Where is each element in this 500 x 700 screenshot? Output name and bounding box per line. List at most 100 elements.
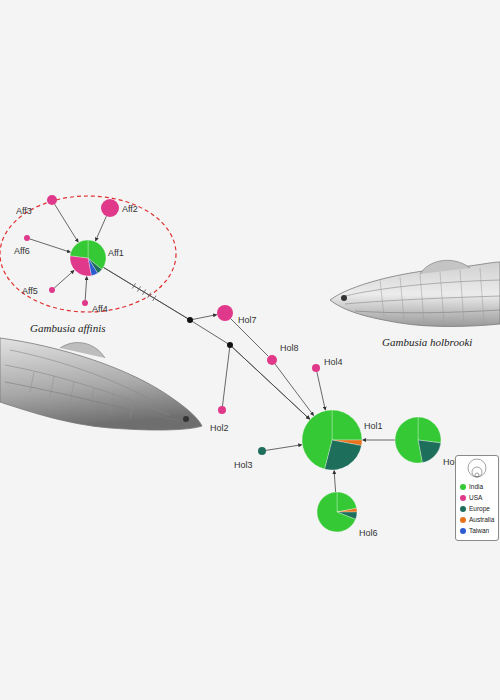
haplotype-label: Hol7 bbox=[238, 315, 257, 325]
haplotype-node: Hol6 bbox=[317, 492, 357, 532]
fish-eye bbox=[183, 416, 189, 422]
network-link bbox=[317, 372, 326, 410]
pie-slice bbox=[267, 355, 277, 365]
pie-circle bbox=[101, 199, 119, 217]
mutation-tick bbox=[132, 283, 156, 301]
haplotype-label: Hol4 bbox=[324, 357, 343, 367]
legend-text: USA bbox=[469, 494, 482, 502]
network-link bbox=[103, 267, 216, 320]
haplotype-label: Hol3 bbox=[234, 460, 253, 470]
fish-stripe bbox=[10, 350, 165, 408]
legend-box: IndiaUSA EuropeAustraliaTaiwan bbox=[455, 455, 499, 541]
species-label: Gambusia affinis bbox=[30, 322, 105, 334]
legend-swatch bbox=[460, 528, 466, 534]
haplotype-label: Hol1 bbox=[364, 421, 383, 431]
pie-slice bbox=[49, 287, 55, 293]
network-link bbox=[334, 470, 336, 492]
legend-text: Taiwan bbox=[469, 527, 489, 535]
pie-slice bbox=[218, 406, 226, 414]
legend-text: Europe bbox=[469, 505, 490, 513]
pie-slice bbox=[70, 240, 88, 258]
fish-stripe bbox=[345, 280, 500, 296]
network-link bbox=[54, 270, 74, 288]
median-vector bbox=[227, 342, 233, 348]
pie-circle bbox=[218, 406, 226, 414]
fish-body bbox=[330, 262, 500, 327]
pie-slice bbox=[217, 305, 233, 321]
pie-slice bbox=[395, 417, 422, 463]
size-circle bbox=[468, 459, 486, 477]
haplotype-label: Aff4 bbox=[92, 304, 108, 314]
haplotype-node: Hol3 bbox=[258, 447, 266, 455]
haplotype-node: Hol1 bbox=[302, 410, 362, 470]
network-link bbox=[85, 276, 87, 300]
legend-swatch bbox=[460, 517, 466, 523]
pie-slice bbox=[47, 195, 57, 205]
pie-circle bbox=[312, 364, 320, 372]
haplotype-label: Hol2 bbox=[210, 423, 229, 433]
fish-scale bbox=[380, 268, 484, 322]
haplotype-label: Aff6 bbox=[14, 246, 30, 256]
fish-scale bbox=[30, 372, 134, 418]
pie-slice bbox=[317, 492, 356, 532]
fish-fin bbox=[420, 260, 470, 274]
network-link bbox=[95, 216, 106, 241]
pie-slice bbox=[337, 492, 357, 512]
haplotype-node: Aff3 bbox=[47, 195, 57, 205]
size-key bbox=[456, 456, 498, 480]
pie-slice bbox=[24, 235, 30, 241]
legend-swatch bbox=[460, 506, 466, 512]
pie-circle bbox=[49, 287, 55, 293]
pie-circle bbox=[47, 195, 57, 205]
pie-slice bbox=[312, 364, 320, 372]
fish-illustration bbox=[330, 260, 500, 326]
network-link bbox=[55, 204, 79, 242]
pie-slice bbox=[332, 410, 362, 440]
pie-slice bbox=[101, 199, 119, 217]
fish-stripe bbox=[355, 310, 500, 313]
legend-text: Australia bbox=[469, 516, 494, 524]
legend-text: India bbox=[469, 483, 483, 491]
pie-circle bbox=[70, 240, 106, 276]
network-link bbox=[275, 364, 314, 416]
network-link bbox=[103, 267, 309, 419]
pie-circle bbox=[267, 355, 277, 365]
pie-slice bbox=[418, 417, 441, 443]
pie-circle bbox=[395, 417, 441, 463]
haplotype-label: Aff1 bbox=[108, 248, 124, 258]
fish-illustration bbox=[0, 338, 202, 430]
haplotype-node: Hol5 bbox=[395, 417, 441, 463]
haplotype-node: Aff2 bbox=[101, 199, 119, 217]
haplotype-node: Aff5 bbox=[49, 287, 55, 293]
network-link bbox=[266, 445, 302, 451]
pie-circle bbox=[302, 410, 362, 470]
haplotype-node: Aff4 bbox=[82, 300, 88, 306]
haplotype-node: Aff1 bbox=[70, 240, 106, 276]
haplotype-label: Hol6 bbox=[359, 528, 378, 538]
haplotype-label: Aff5 bbox=[22, 286, 38, 296]
haplotype-label: Aff2 bbox=[122, 204, 138, 214]
haplotype-node: Hol7 bbox=[217, 305, 233, 321]
haplotype-label: Aff3 bbox=[16, 206, 32, 216]
pie-circle bbox=[217, 305, 233, 321]
pie-slice bbox=[82, 300, 88, 306]
median-vector bbox=[187, 317, 193, 323]
pie-circle bbox=[258, 447, 266, 455]
fish-eye bbox=[341, 295, 347, 301]
network-link bbox=[363, 440, 396, 441]
network-link bbox=[30, 239, 71, 252]
fish-stripe bbox=[5, 365, 170, 415]
network-link bbox=[222, 345, 309, 419]
pie-slice bbox=[302, 410, 332, 469]
fish-fin bbox=[60, 343, 105, 358]
size-circle bbox=[472, 467, 482, 477]
legend-swatch bbox=[460, 484, 466, 490]
pie-slice bbox=[70, 256, 91, 276]
fish-stripe bbox=[5, 382, 180, 421]
pie-slice bbox=[337, 508, 357, 512]
pie-circle bbox=[24, 235, 30, 241]
pie-slice bbox=[258, 447, 266, 455]
haplotype-node: Hol4 bbox=[312, 364, 320, 372]
species-label: Gambusia holbrooki bbox=[382, 336, 472, 348]
